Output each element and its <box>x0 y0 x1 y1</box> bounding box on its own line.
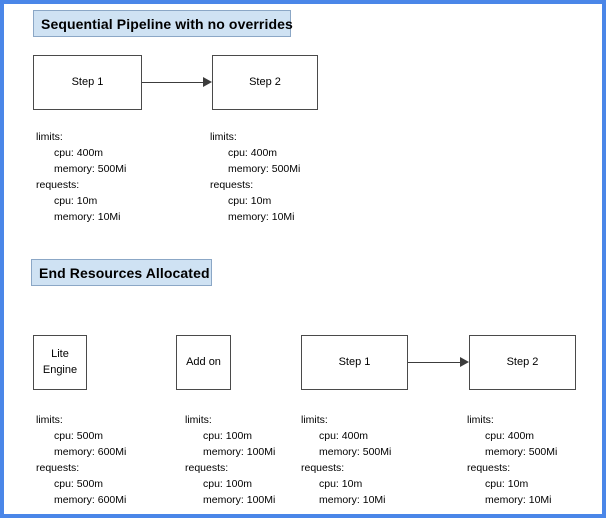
node-label: Step 2 <box>507 355 539 371</box>
spec-requests-label: requests: <box>301 461 345 474</box>
spec-requests-memory: memory: 10Mi <box>54 210 121 223</box>
spec-limits-label: limits: <box>210 131 237 143</box>
spec-requests-label: requests: <box>36 178 80 191</box>
node-label-line1: Add on <box>186 355 221 368</box>
node-label-line1: Lite <box>51 347 69 360</box>
arrow-shaft <box>408 361 460 363</box>
arrow-head-icon <box>460 357 469 367</box>
spec-requests-cpu: cpu: 500m <box>54 477 104 490</box>
spec-requests-label: requests: <box>36 461 80 474</box>
spec-limits-cpu: cpu: 400m <box>228 146 278 159</box>
node-label: Step 1 <box>72 75 104 91</box>
spec-requests-cpu: cpu: 10m <box>485 477 529 490</box>
spec-step-2-bottom: limits: cpu: 400m memory: 500Mi requests… <box>467 413 557 509</box>
node-lite-engine[interactable]: Lite Engine <box>33 335 87 390</box>
spec-limits-memory: memory: 500Mi <box>485 445 558 458</box>
node-label: Lite Engine <box>43 347 77 379</box>
spec-step-1-top: limits: cpu: 400m memory: 500Mi requests… <box>36 130 126 226</box>
spec-requests-label: requests: <box>185 461 229 474</box>
arrow-step1-to-step2-top <box>142 77 212 87</box>
spec-requests-memory: memory: 10Mi <box>319 493 386 506</box>
spec-limits-label: limits: <box>36 414 63 426</box>
node-label-line1: Step 1 <box>338 355 371 368</box>
arrow-shaft <box>142 81 203 83</box>
spec-requests-cpu: cpu: 10m <box>228 194 272 207</box>
spec-limits-memory: memory: 500Mi <box>54 162 127 175</box>
spec-limits-label: limits: <box>36 131 63 143</box>
spec-limits-label: limits: <box>467 414 494 426</box>
spec-requests-label: requests: <box>210 178 254 191</box>
spec-limits-memory: memory: 500Mi <box>228 162 301 175</box>
node-label: Step 1 <box>339 355 371 371</box>
spec-limits-memory: memory: 500Mi <box>319 445 392 458</box>
spec-limits-label: limits: <box>185 414 212 426</box>
node-step-2-bottom[interactable]: Step 2 <box>469 335 576 390</box>
spec-requests-cpu: cpu: 10m <box>54 194 98 207</box>
spec-step-1-bottom: limits: cpu: 400m memory: 500Mi requests… <box>301 413 391 509</box>
node-add-on[interactable]: Add on <box>176 335 231 390</box>
spec-limits-cpu: cpu: 100m <box>203 429 253 442</box>
spec-requests-memory: memory: 600Mi <box>54 493 127 506</box>
section-header-end-resources-allocated: End Resources Allocated <box>31 259 212 286</box>
node-label-line1: Step 1 <box>71 75 104 88</box>
spec-limits-label: limits: <box>301 414 328 426</box>
spec-requests-label: requests: <box>467 461 511 474</box>
spec-limits-cpu: cpu: 400m <box>485 429 535 442</box>
node-step-2-top[interactable]: Step 2 <box>212 55 318 110</box>
spec-limits-cpu: cpu: 400m <box>54 146 104 159</box>
spec-requests-memory: memory: 10Mi <box>228 210 295 223</box>
spec-requests-cpu: cpu: 100m <box>203 477 253 490</box>
spec-step-2-top: limits: cpu: 400m memory: 500Mi requests… <box>210 130 300 226</box>
node-step-1-bottom[interactable]: Step 1 <box>301 335 408 390</box>
spec-requests-memory: memory: 100Mi <box>203 493 276 506</box>
section-header-label: End Resources Allocated <box>39 264 210 281</box>
arrow-step1-to-step2-bottom <box>408 357 469 367</box>
node-label: Add on <box>186 355 221 371</box>
section-header-label: Sequential Pipeline with no overrides <box>41 15 293 32</box>
node-step-1-top[interactable]: Step 1 <box>33 55 142 110</box>
spec-limits-cpu: cpu: 500m <box>54 429 104 442</box>
spec-requests-memory: memory: 10Mi <box>485 493 552 506</box>
spec-add-on: limits: cpu: 100m memory: 100Mi requests… <box>185 413 275 509</box>
spec-limits-cpu: cpu: 400m <box>319 429 369 442</box>
spec-limits-memory: memory: 600Mi <box>54 445 127 458</box>
section-header-sequential-pipeline: Sequential Pipeline with no overrides <box>33 10 293 37</box>
spec-lite-engine: limits: cpu: 500m memory: 600Mi requests… <box>36 413 126 509</box>
spec-requests-cpu: cpu: 10m <box>319 477 363 490</box>
node-label-line1: Step 2 <box>249 75 281 88</box>
spec-limits-memory: memory: 100Mi <box>203 445 276 458</box>
arrow-head-icon <box>203 77 212 87</box>
node-label: Step 2 <box>249 75 281 91</box>
node-label-line1: Step 2 <box>506 355 539 368</box>
node-label-line2: Engine <box>42 363 78 376</box>
